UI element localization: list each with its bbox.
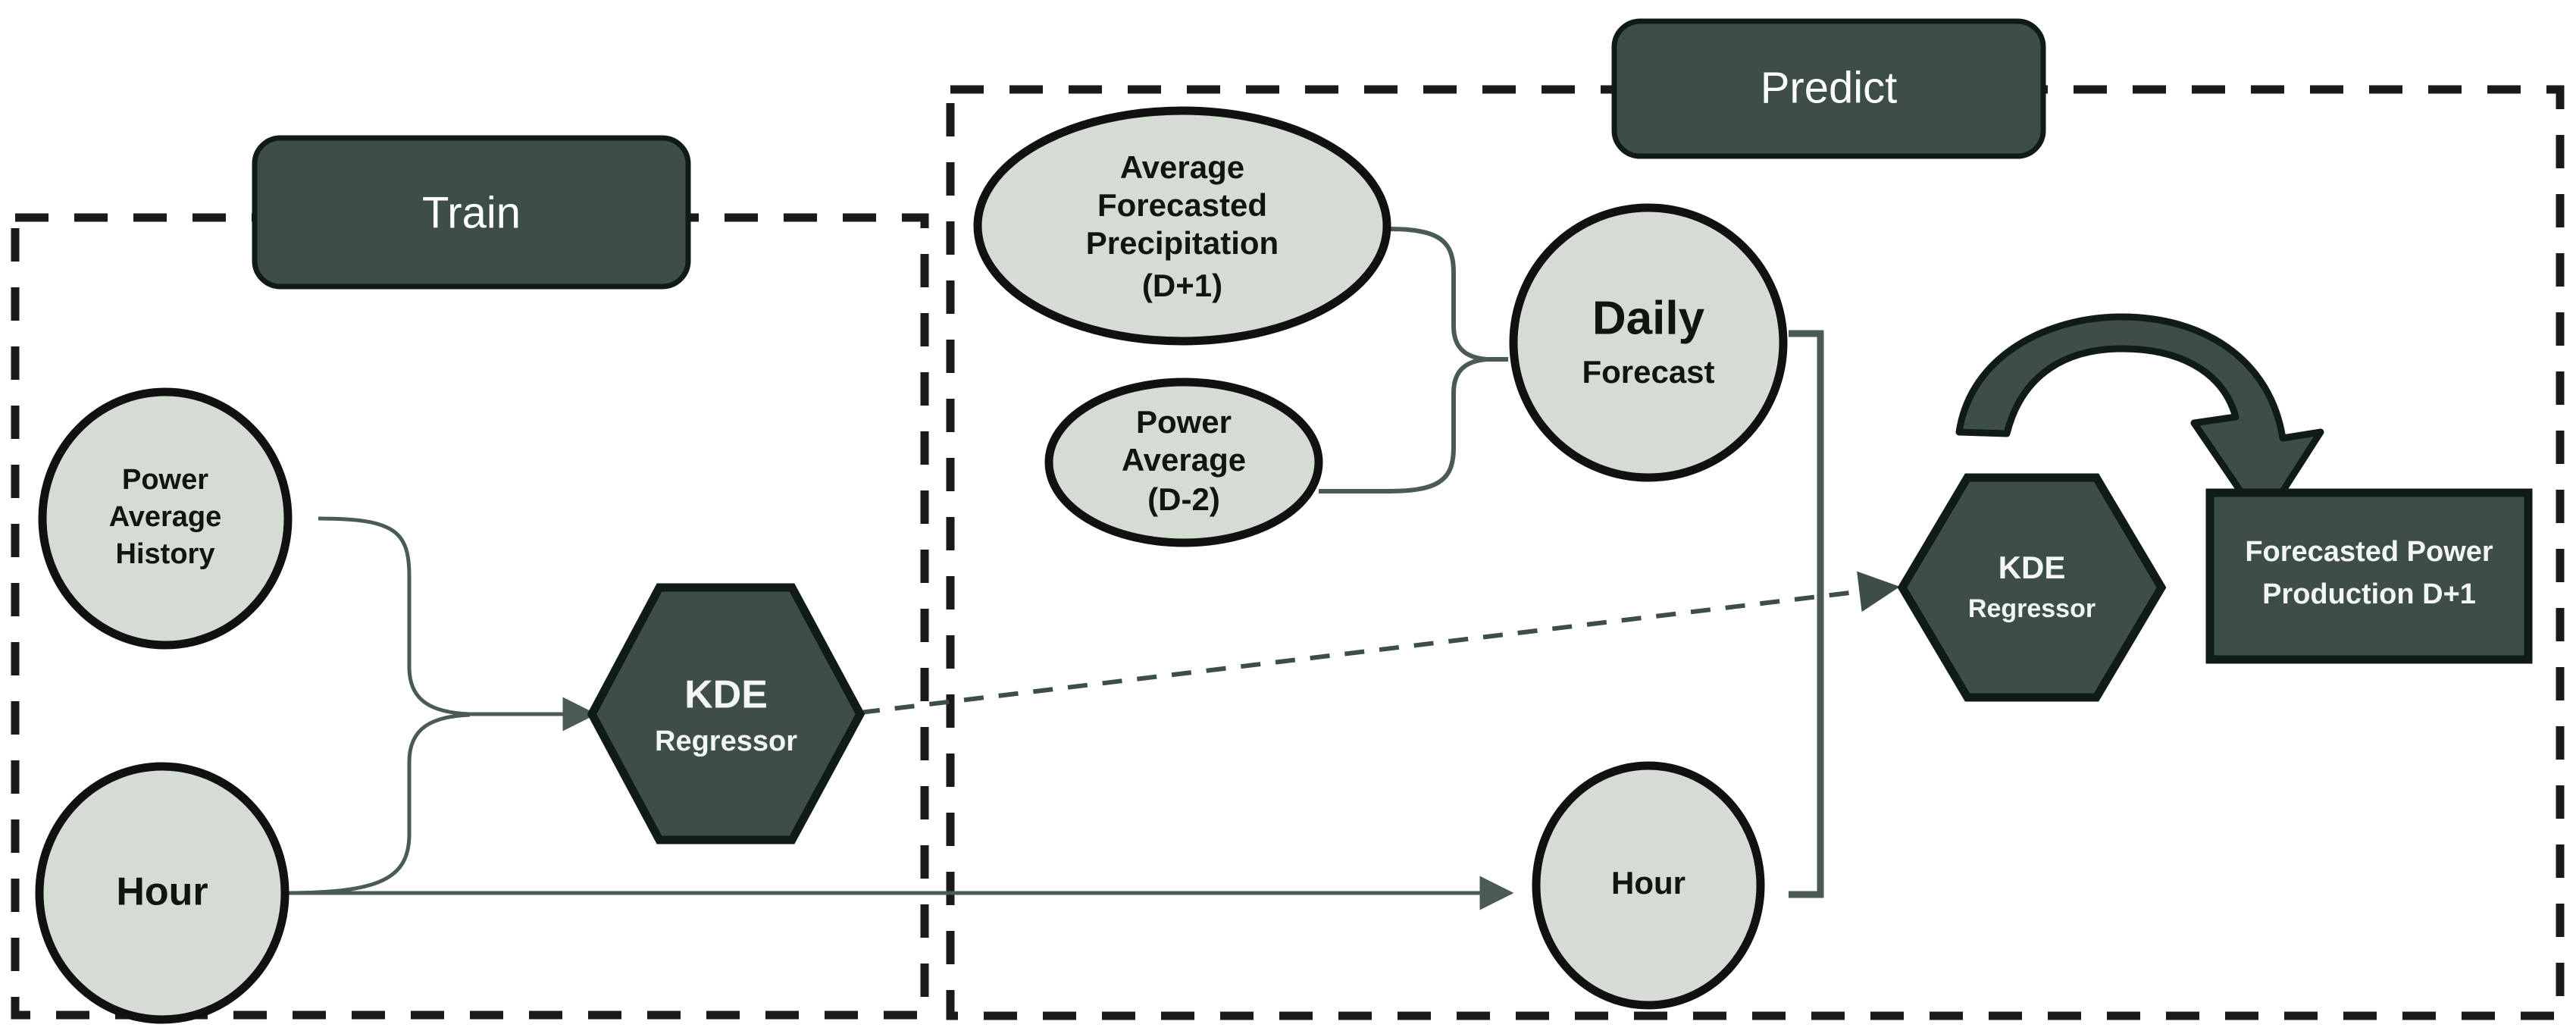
power-average-history-line-2: Average — [109, 501, 222, 533]
power-d2-line-3: (D-2) — [1147, 481, 1220, 517]
hour-predict-label: Hour — [1611, 865, 1686, 901]
precip-line-2: Forecasted — [1097, 187, 1267, 223]
power-average-history-shape — [38, 387, 293, 650]
daily-forecast-subtitle: Forecast — [1582, 354, 1714, 390]
predict-chip-label: Predict — [1761, 63, 1898, 112]
connector-kde-train-to-kde-predict — [859, 571, 1900, 715]
hour-predict-shape — [1532, 761, 1765, 1010]
predict-phase-chip[interactable]: Predict — [1611, 18, 2046, 159]
node-daily-forecast[interactable]: Daily Forecast — [1509, 203, 1788, 482]
precip-line-1: Average — [1120, 149, 1244, 185]
predict-region-border — [946, 85, 2565, 1020]
node-average-forecasted-precipitation[interactable]: Average Forecasted Precipitation (D+1) — [973, 106, 1391, 346]
power-average-history-line-3: History — [116, 538, 215, 570]
kde-regressor-train-title: KDE — [684, 673, 768, 717]
connector-history-to-kde — [318, 516, 471, 716]
train-region-border — [11, 213, 929, 1020]
power-average-d2-shape — [1044, 378, 1323, 547]
node-power-average-d2[interactable]: Power Average (D-2) — [1044, 378, 1323, 547]
average-forecasted-precipitation-shape — [973, 106, 1391, 346]
precip-line-4: (D+1) — [1142, 268, 1222, 303]
train-phase-chip[interactable]: Train — [252, 135, 691, 290]
daily-forecast-shape — [1509, 203, 1788, 482]
forecasted-power-line-2: Production D+1 — [2262, 578, 2476, 610]
forecasted-power-line-1: Forecasted Power — [2245, 536, 2493, 568]
forecasted-power-production-shape — [2205, 488, 2533, 664]
connector-brace-daily-hour-to-kde — [1789, 330, 1824, 898]
connector-hour-to-kde — [283, 713, 471, 895]
train-chip-shape — [252, 135, 691, 290]
power-d2-line-1: Power — [1136, 404, 1232, 440]
node-hour-train[interactable]: Hour — [35, 762, 290, 1024]
node-power-average-history[interactable]: Power Average History — [38, 387, 293, 650]
precip-line-3: Precipitation — [1086, 225, 1279, 261]
kde-regressor-train-subtitle: Regressor — [655, 725, 797, 757]
node-forecasted-power-production[interactable]: Forecasted Power Production D+1 — [2205, 488, 2533, 664]
kde-regressor-predict-title: KDE — [1999, 550, 2066, 585]
kde-regressor-train-shape — [587, 583, 865, 844]
node-kde-regressor-train[interactable]: KDE Regressor — [587, 583, 865, 844]
kde-regressor-predict-subtitle: Regressor — [1968, 594, 2096, 623]
kde-regressor-predict-shape — [1897, 473, 2167, 702]
node-hour-predict[interactable]: Hour — [1532, 761, 1765, 1010]
connector-kde-to-output-arrow — [1955, 313, 2324, 527]
predict-chip-shape — [1611, 18, 2046, 159]
hour-train-shape — [35, 762, 290, 1024]
hour-train-label: Hour — [116, 870, 208, 914]
power-d2-line-2: Average — [1122, 442, 1246, 478]
train-chip-label: Train — [422, 188, 521, 237]
curved-arrow-shape — [1955, 313, 2324, 527]
daily-forecast-title: Daily — [1592, 292, 1705, 344]
node-kde-regressor-predict[interactable]: KDE Regressor — [1897, 473, 2167, 702]
connector-brace-inputs-to-daily — [1388, 227, 1488, 494]
power-average-history-line-1: Power — [122, 464, 208, 496]
